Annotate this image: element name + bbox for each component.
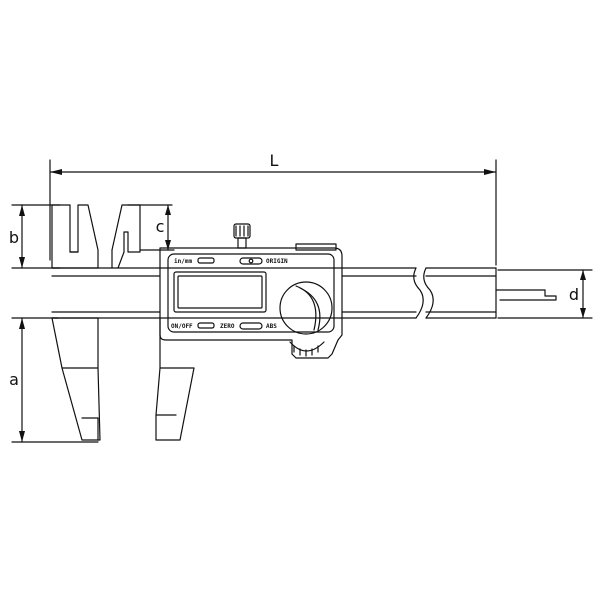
thumb-wheel-outer[interactable] — [279, 281, 333, 335]
thumb-wheel-groove-2 — [299, 287, 321, 331]
dimension-d: d — [497, 269, 593, 319]
dimension-b-arrow-top — [19, 205, 25, 216]
fixed-jaw-lower — [51, 317, 101, 441]
dimension-a-arrow-top — [19, 318, 25, 329]
dimension-c: c — [127, 204, 175, 251]
in-mm-button[interactable] — [197, 257, 215, 264]
lcd-screen-inner — [177, 275, 263, 309]
button-zero[interactable]: ZERO — [220, 322, 263, 330]
thumb-wheel[interactable] — [279, 281, 333, 357]
origin-label: ORIGIN — [266, 258, 288, 265]
dimension-b-arrow-bottom — [19, 257, 25, 268]
origin-button-dot — [248, 258, 254, 264]
sliding-jaw-lower — [155, 317, 195, 441]
slider-housing-outline — [159, 247, 343, 359]
dimension-L-label: L — [270, 151, 279, 170]
dimension-a-label: a — [9, 370, 19, 389]
sliding-jaw-upper — [111, 204, 141, 269]
slider-top-rail — [295, 243, 337, 251]
dimension-d-arrow-top — [580, 270, 586, 280]
dimension-c-label: c — [156, 217, 165, 236]
dimension-c-arrow-top — [165, 205, 171, 215]
button-abs[interactable]: ABS — [266, 323, 277, 330]
button-on-off[interactable]: ON/OFF — [171, 322, 215, 330]
beam-break-left — [413, 267, 424, 319]
zero-button[interactable] — [239, 322, 263, 330]
fixed-jaw-upper — [51, 204, 99, 269]
dimension-d-label: d — [569, 285, 579, 304]
button-origin[interactable]: ORIGIN — [239, 257, 288, 265]
slider-body — [159, 223, 343, 359]
depth-rod — [495, 289, 557, 301]
abs-label: ABS — [266, 323, 277, 330]
fixed-jaw — [51, 204, 101, 441]
dimension-a: a — [9, 317, 99, 443]
origin-button[interactable] — [239, 257, 263, 265]
on-off-label: ON/OFF — [171, 323, 193, 330]
locking-screw-shaft — [237, 237, 247, 249]
sliding-jaw — [111, 204, 195, 441]
dimension-a-arrow-bottom — [19, 431, 25, 442]
depth-rod-tip — [499, 289, 557, 301]
dimension-L-arrow-left — [50, 169, 62, 175]
in-mm-label: in/mm — [174, 258, 192, 265]
button-in-mm[interactable]: in/mm — [174, 257, 215, 265]
thumb-wheel-knurl-arc — [289, 341, 325, 352]
on-off-button[interactable] — [197, 322, 215, 329]
beam-break-right — [423, 267, 434, 319]
zero-label: ZERO — [220, 323, 235, 330]
thumb-wheel-groove — [295, 285, 317, 331]
slider-housing-inner — [167, 253, 335, 333]
dimension-c-arrow-bottom — [165, 240, 171, 250]
main-beam — [51, 267, 497, 319]
dimension-L-arrow-right — [484, 169, 496, 175]
dimension-b-label: b — [9, 228, 19, 247]
lcd-screen — [173, 271, 267, 313]
dimension-L: L — [49, 151, 497, 266]
dimension-d-arrow-bottom — [580, 308, 586, 318]
